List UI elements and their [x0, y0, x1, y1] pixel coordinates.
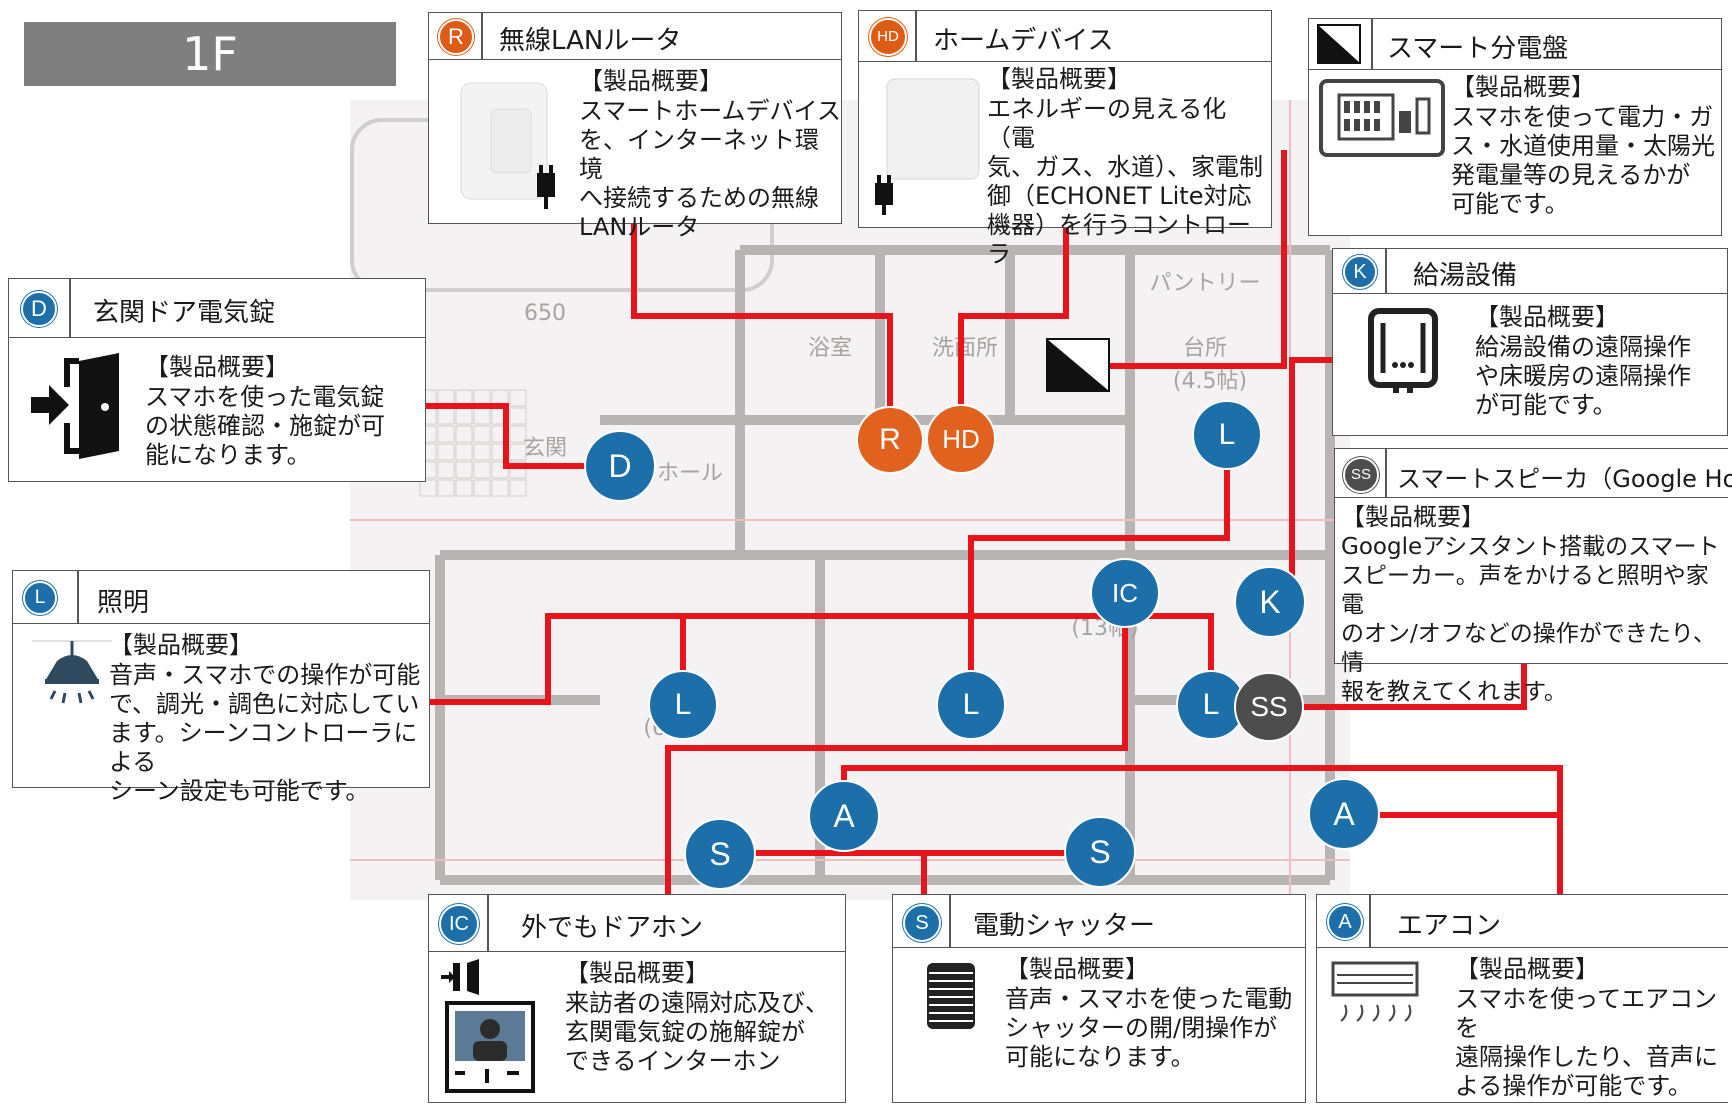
aircon-callout: A エアコン 【製品概要】 スマホを使ってエアコンを 遠隔操作したり、音声に よ…: [1316, 894, 1728, 1103]
lighting-description: 音声・スマホでの操作が可能 で、調光・調色に対応してい ます。シーンコントローラ…: [109, 661, 421, 805]
smart-speaker-description: Googleアシスタント搭載のスマート スピーカー。声をかけると照明や家電 のオ…: [1341, 534, 1720, 705]
room-label-3: 台所: [1183, 336, 1227, 361]
room-label-5: 玄関: [523, 436, 567, 461]
connection-line-2: [1110, 150, 1287, 369]
lighting-icon: [32, 640, 112, 704]
router-overview-label: 【製品概要】: [579, 67, 723, 95]
home-device-overview-label: 【製品概要】: [987, 65, 1131, 93]
smart-speaker-overview-label: 【製品概要】: [1341, 503, 1485, 531]
shutter-icon: [927, 963, 975, 1029]
shutter-description: 音声・スマホを使った電動 シャッターの開/閉操作が 可能になります。: [1005, 985, 1293, 1071]
lighting-overview-label: 【製品概要】: [109, 631, 253, 659]
aircon-overview-label: 【製品概要】: [1455, 955, 1599, 983]
marker-light-hall: L: [1192, 400, 1262, 470]
aircon-description: スマホを使ってエアコンを 遠隔操作したり、音声に よる操作が可能です。: [1455, 985, 1719, 1100]
router-title: 無線LANルータ: [499, 26, 682, 56]
water-heater-callout: K 給湯設備 【製品概要】 給湯設備の遠隔操作 や床暖房の遠隔操作 が可能です。: [1332, 248, 1728, 436]
connection-line-4: [1304, 664, 1527, 710]
door-lock-icon: [31, 353, 119, 459]
water-heater-description: 給湯設備の遠隔操作 や床暖房の遠隔操作 が可能です。: [1475, 333, 1691, 419]
intercom-description: 来訪者の遠隔対応及び、 玄関電気錠の施解錠が できるインターホン: [565, 989, 829, 1075]
lighting-badge: L: [23, 581, 57, 615]
smart-panel-callout: スマート分電盤 【製品概要】 スマホを使って電力・ガ ス・水道使用量・太陽光 発…: [1308, 18, 1722, 236]
marker-smart-panel: [1046, 338, 1110, 392]
marker-light-japanese-room: L: [648, 670, 718, 740]
shutter-callout: S 電動シャッター 【製品概要】 音声・スマホを使った電動 シャッターの開/閉操…: [892, 894, 1306, 1103]
shutter-badge: S: [903, 904, 941, 942]
entrance-tiles: [419, 389, 527, 497]
room-label-4: (4.5帖): [1173, 369, 1247, 394]
intercom-overview-label: 【製品概要】: [565, 959, 709, 987]
intercom-title: 外でもドアホン: [521, 913, 704, 943]
home-device-title: ホームデバイス: [933, 26, 1114, 56]
floor-label: 1F: [24, 22, 396, 86]
home-device-icon: [875, 78, 980, 215]
marker-home-device: HD: [926, 404, 996, 474]
smart-panel-description: スマホを使って電力・ガ ス・水道使用量・太陽光 発電量等の見えるかが 可能です。: [1451, 103, 1715, 218]
connection-line-1: [958, 228, 1069, 440]
connection-line-0: [631, 224, 893, 440]
room-label-6: ホール: [657, 461, 723, 486]
door-lock-callout: D 玄関ドア電気錠 【製品概要】 スマホを使った電気錠 の状態確認・施錠が可 能…: [8, 278, 426, 482]
marker-water-heater: K: [1234, 566, 1306, 638]
smart-speaker-callout: SS スマートスピーカ（Google Home） 【製品概要】 Googleアシ…: [1334, 448, 1732, 705]
intercom-badge: IC: [439, 904, 479, 944]
marker-aircon-living: A: [808, 780, 880, 852]
door-lock-title: 玄関ドア電気錠: [93, 298, 276, 328]
connection-line-5: [426, 403, 620, 469]
aircon-title: エアコン: [1397, 911, 1502, 941]
connection-line-9: [665, 593, 1128, 894]
panel-badge-icon: [1317, 24, 1361, 64]
marker-light-living: L: [936, 670, 1006, 740]
home-device-callout: HD ホームデバイス 【製品概要】 エネルギーの見える化（電 気、ガス、水道）、…: [858, 10, 1272, 268]
water-heater-icon: [1368, 308, 1438, 393]
lighting-title: 照明: [97, 588, 150, 618]
aircon-icon: [1331, 961, 1419, 1022]
home-device-badge: HD: [869, 18, 907, 56]
marker-router: R: [856, 406, 924, 474]
marker-smart-speaker: SS: [1234, 672, 1304, 742]
lighting-callout: L 照明 【製品概要】 音声・スマホでの操作が可能 で、調光・調色に対応してい …: [12, 570, 430, 805]
room-label-2: パントリー: [1149, 271, 1260, 296]
door-lock-description: スマホを使った電気錠 の状態確認・施錠が可 能になります。: [145, 383, 385, 469]
door-lock-overview-label: 【製品概要】: [145, 353, 289, 381]
router-callout: R 無線LANルータ 【製品概要】 スマートホームデバイス を、インターネット環…: [428, 12, 842, 241]
water-heater-overview-label: 【製品概要】: [1475, 303, 1619, 331]
smart-panel-title: スマート分電盤: [1387, 34, 1569, 64]
router-badge: R: [438, 19, 474, 55]
marker-intercom: IC: [1090, 558, 1160, 628]
smart-speaker-badge: SS: [1343, 457, 1379, 493]
connection-line-7: [430, 613, 1214, 705]
shutter-overview-label: 【製品概要】: [1005, 955, 1149, 983]
marker-aircon-dining: A: [1308, 778, 1380, 850]
water-heater-badge: K: [1343, 255, 1377, 289]
smart-speaker-title: スマートスピーカ（Google Home）: [1397, 465, 1732, 493]
home-device-description: エネルギーの見える化（電 気、ガス、水道）、家電制 御（ECHONET Lite…: [987, 95, 1263, 268]
aircon-badge: A: [1327, 904, 1363, 940]
intercom-callout: IC 外でもドアホン 【製品概要】 来訪者の遠隔対応及び、 玄関電気錠の施解錠が…: [428, 894, 846, 1103]
marker-shutter-left: S: [684, 818, 756, 890]
room-label-0: 浴室: [808, 336, 852, 361]
door-lock-badge: D: [21, 291, 57, 327]
smart-panel-icon: [1319, 79, 1445, 157]
room-label-1: 洗面所: [932, 336, 998, 361]
shutter-title: 電動シャッター: [973, 911, 1156, 941]
water-heater-title: 給湯設備: [1413, 261, 1518, 291]
connection-line-6: [968, 466, 1230, 705]
intercom-icon: [441, 959, 535, 1093]
marker-door-lock: D: [584, 430, 656, 502]
marker-shutter-right: S: [1064, 816, 1136, 888]
router-description: スマートホームデバイス を、インターネット環境 へ接続するための無線 LANルー…: [579, 97, 841, 241]
router-icon: [460, 82, 555, 209]
smart-panel-overview-label: 【製品概要】: [1451, 73, 1595, 101]
room-label-9: 650: [524, 301, 566, 326]
